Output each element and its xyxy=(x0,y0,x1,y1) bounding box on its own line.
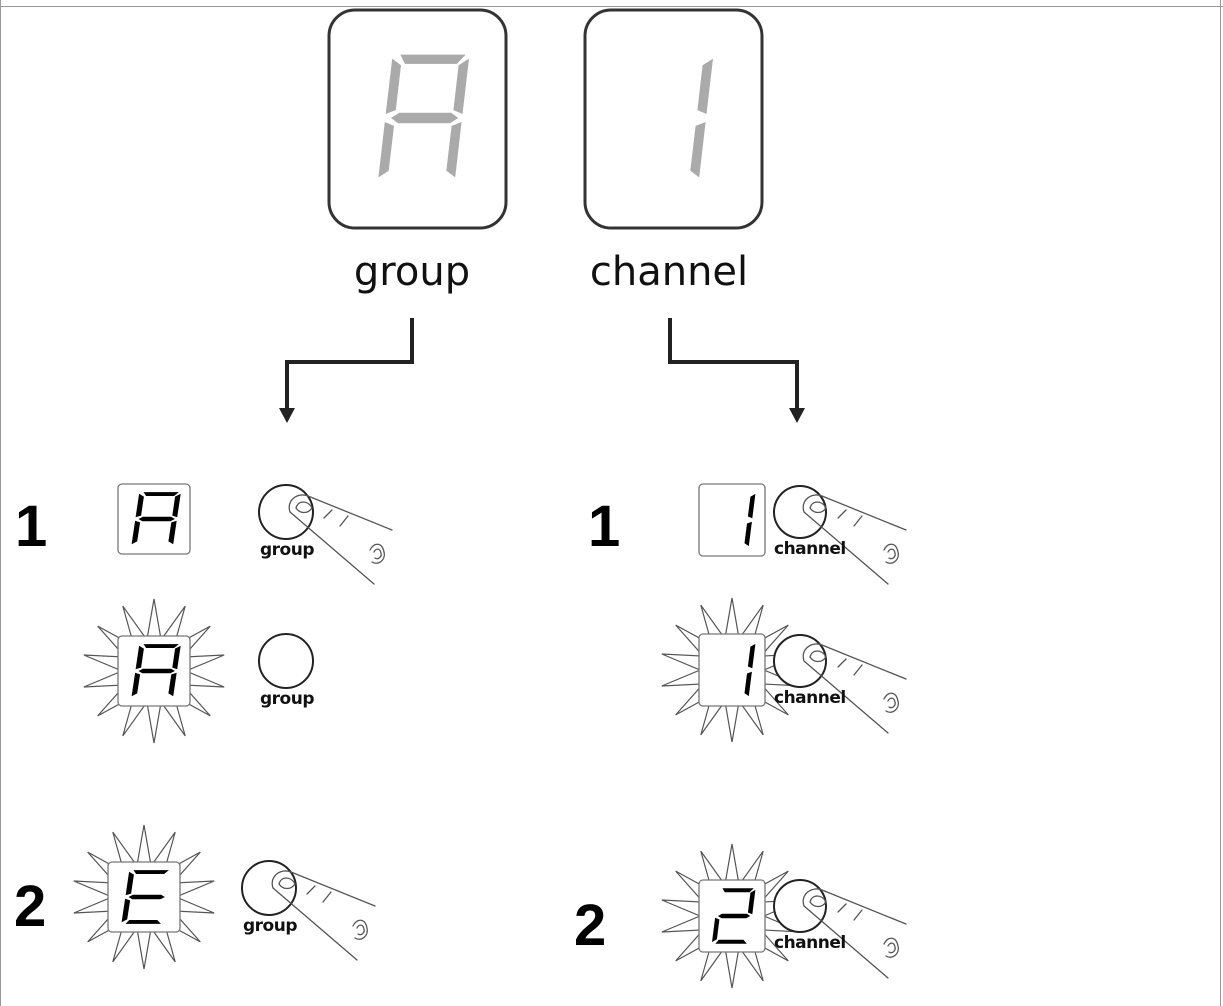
button-label: channel xyxy=(774,688,846,708)
pointing-finger-icon xyxy=(288,494,393,585)
small-display-digit-segment-g xyxy=(138,516,175,522)
small-display-digit-segment-f xyxy=(125,871,134,896)
small-display-digit-segment-a xyxy=(143,492,179,496)
group-display-label: group xyxy=(354,249,470,295)
round-button-icon xyxy=(773,485,827,539)
button-label: channel xyxy=(774,539,846,559)
group-step-1-result: group xyxy=(83,598,315,744)
channel-step-1-result: channel xyxy=(661,597,907,743)
small-display-digit-segment-g xyxy=(718,913,751,919)
group-display-digit-segment-a xyxy=(400,54,466,64)
small-display-digit-segment-g xyxy=(128,894,165,900)
round-button-icon xyxy=(773,879,827,933)
group-step-2-number: 2 xyxy=(14,874,46,939)
small-display-digit-segment-f xyxy=(135,645,144,670)
small-display-digit-segment-c xyxy=(168,672,177,697)
round-button-icon xyxy=(258,633,314,689)
button-label: group xyxy=(243,916,297,936)
channel-arrow xyxy=(668,318,805,423)
channel-display-label: channel xyxy=(590,249,748,295)
flash-burst-icon xyxy=(661,843,803,989)
pointing-finger-icon xyxy=(802,643,907,734)
group-display-digit-segment-f xyxy=(385,58,401,114)
pointing-finger-icon xyxy=(802,888,907,979)
flash-burst-icon xyxy=(83,598,225,744)
round-button-icon xyxy=(258,484,314,540)
small-display-digit-segment-d xyxy=(715,939,747,944)
flash-burst-icon xyxy=(661,597,803,743)
channel-display xyxy=(583,8,764,230)
small-display-digit-segment-e xyxy=(121,898,131,923)
small-display-digit-segment-c xyxy=(168,520,177,545)
round-button-icon xyxy=(241,860,297,916)
small-display-digit-segment-e xyxy=(131,520,141,545)
group-display-digit-segment-e xyxy=(378,122,394,178)
flash-burst-icon xyxy=(73,824,215,970)
small-display-digit-segment-d xyxy=(125,920,161,924)
group-arrow xyxy=(279,318,414,423)
small-display-digit-segment-g xyxy=(138,668,175,674)
small-display-digit-segment-e xyxy=(712,917,720,943)
group-step-1-number: 1 xyxy=(15,494,47,559)
channel-display-digit-segment-c xyxy=(690,122,706,178)
pointing-finger-icon xyxy=(802,494,907,585)
group-display-digit-segment-g xyxy=(391,112,459,124)
button-label: group xyxy=(260,689,314,709)
group-display-digit-segment-c xyxy=(446,122,462,178)
group-display xyxy=(327,8,508,230)
small-display-digit-segment-c xyxy=(744,521,752,547)
group-display-digit-segment-b xyxy=(453,58,469,114)
group-step-2: group xyxy=(73,824,376,970)
small-display-digit-segment-c xyxy=(744,671,752,697)
group-step-1: group xyxy=(117,483,393,585)
group-display-digit xyxy=(378,54,469,178)
button-label: group xyxy=(260,540,314,560)
small-display-digit-segment-b xyxy=(172,645,181,670)
channel-step-1: channel xyxy=(698,483,907,585)
channel-step-1-number: 1 xyxy=(588,494,620,559)
channel-step-2-number: 2 xyxy=(574,893,606,958)
button-label: channel xyxy=(774,933,846,953)
small-display-digit-segment-a xyxy=(133,870,169,874)
round-button-icon xyxy=(773,634,827,688)
small-display-digit-segment-b xyxy=(747,889,756,915)
small-display-digit-segment-e xyxy=(131,672,141,697)
small-display-digit-segment-b xyxy=(747,493,756,519)
small-display-digit-segment-f xyxy=(135,493,144,518)
small-display-digit-segment-a xyxy=(722,888,754,893)
channel-display-digit xyxy=(690,58,713,178)
channel-step-2: channel xyxy=(661,843,907,989)
small-display-digit-segment-b xyxy=(172,493,181,518)
small-display-digit-segment-a xyxy=(143,644,179,648)
small-display-digit-segment-b xyxy=(747,643,756,669)
channel-display-digit-segment-b xyxy=(697,58,713,114)
pointing-finger-icon xyxy=(271,870,376,961)
